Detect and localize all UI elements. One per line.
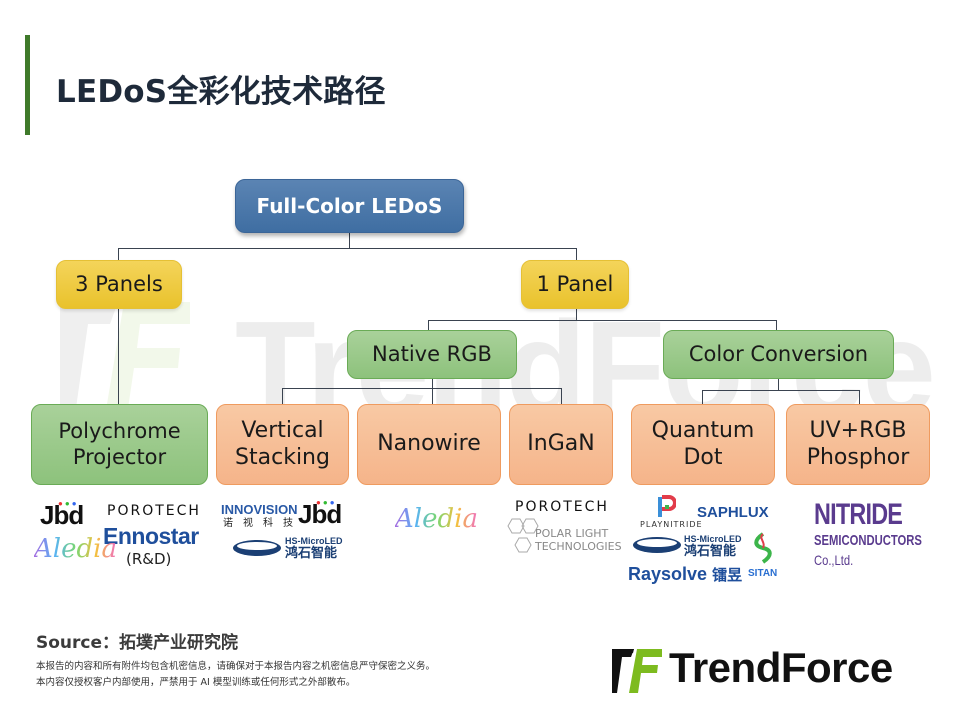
- aledia-logo: Aledia: [395, 504, 478, 534]
- playnitride-label: PLAYNITRIDE: [640, 520, 703, 529]
- node-label: Vertical: [241, 418, 324, 444]
- ennostar-logo: Ennostar: [103, 523, 199, 549]
- node-label: 3 Panels: [75, 271, 163, 296]
- hs-microled-label: HS-MicroLED: [285, 536, 343, 546]
- trendforce-brand-logo: TrendForce: [612, 644, 932, 696]
- connector: [859, 390, 861, 405]
- connector: [576, 248, 578, 261]
- node-polychrome-projector: Polychrome Projector: [31, 404, 208, 485]
- connector: [778, 379, 780, 390]
- node-label: Polychrome: [58, 419, 181, 444]
- node-label: InGaN: [527, 431, 595, 457]
- hs-microled-label: HS-MicroLED: [684, 534, 742, 544]
- connector: [118, 309, 120, 405]
- playnitride-p-icon: [658, 495, 676, 517]
- connector: [776, 320, 778, 331]
- innovision-logo: INNOVISION: [221, 502, 298, 517]
- jbd-logo: Jbd ●●●: [298, 498, 342, 529]
- node-label: 1 Panel: [536, 271, 614, 296]
- polar-light-label-2: TECHNOLOGIES: [535, 540, 622, 553]
- node-nanowire: Nanowire: [357, 404, 501, 485]
- hs-microled-cn-label: 鸿石智能: [684, 544, 737, 559]
- polar-light-hexagon-icon: [507, 518, 539, 553]
- connector: [432, 379, 434, 405]
- node-vertical-stacking: Vertical Stacking: [216, 404, 349, 485]
- node-native-rgb: Native RGB: [347, 330, 517, 379]
- connector: [349, 232, 351, 249]
- aledia-logo: Aledia: [34, 534, 117, 564]
- node-label: Stacking: [235, 444, 330, 470]
- node-1-panel: 1 Panel: [521, 260, 629, 309]
- node-quantum-dot: Quantum Dot: [631, 404, 775, 485]
- page-title: LEDoS全彩化技术路径: [56, 74, 386, 110]
- node-uv-rgb-phosphor: UV+RGB Phosphor: [786, 404, 930, 485]
- sitan-s-icon: [754, 532, 772, 564]
- node-full-color-ledos: Full-Color LEDoS: [235, 179, 464, 233]
- confidentiality-notice-2: 本内容仅授权客户内部使用，严禁用于 AI 模型训练或任何形式之外部散布。: [36, 677, 356, 688]
- trendforce-mark-icon: [612, 649, 662, 693]
- sitan-label: SITAN: [748, 568, 778, 579]
- nitride-coltd-label: Co.,Ltd.: [814, 552, 854, 568]
- source-label: Source：拓墣产业研究院: [36, 633, 239, 653]
- hs-microled-lens-icon: [633, 537, 681, 553]
- connector: [702, 390, 860, 392]
- brand-name: TrendForce: [669, 644, 893, 691]
- hs-microled-lens-icon: [233, 540, 281, 556]
- rgb-dots-icon: ●●●: [58, 499, 79, 508]
- connector: [428, 320, 776, 322]
- connector: [561, 388, 563, 405]
- confidentiality-notice-1: 本报告的内容和所有附件均包含机密信息，请确保对于本报告内容之机密信息严守保密之义…: [36, 661, 436, 672]
- innovision-cn-label: 诺视科技: [223, 518, 303, 529]
- node-label: Nanowire: [377, 431, 481, 457]
- node-ingan: InGaN: [509, 404, 613, 485]
- saphlux-logo: SAPHLUX: [697, 504, 769, 521]
- polar-light-label: POLAR LIGHT: [535, 527, 609, 540]
- rgb-dots-icon: ●●●: [316, 498, 337, 507]
- hs-microled-cn-label: 鸿石智能: [285, 546, 338, 561]
- raysolve-logo: Raysolve 镭昱: [628, 564, 743, 584]
- node-label: UV+RGB: [809, 418, 907, 444]
- node-color-conversion: Color Conversion: [663, 330, 894, 379]
- connector: [576, 309, 578, 321]
- connector: [702, 390, 704, 405]
- node-label: Dot: [683, 444, 723, 470]
- node-label: Full-Color LEDoS: [256, 194, 443, 218]
- porotech-logo: PORОTECH: [107, 503, 201, 519]
- node-label: Projector: [72, 444, 167, 469]
- title-accent-bar: [25, 35, 30, 135]
- node-label: Phosphor: [806, 444, 910, 470]
- connector: [282, 388, 284, 405]
- nitride-semiconductors-label: SEMICONDUCTORS: [814, 532, 922, 549]
- node-label: Color Conversion: [688, 341, 869, 366]
- ennostar-rd-note: (R&D): [126, 550, 172, 568]
- connector: [118, 248, 120, 261]
- node-label: Native RGB: [372, 341, 492, 366]
- connector: [428, 320, 430, 331]
- node-label: Quantum: [651, 418, 755, 444]
- jbd-logo: Jbd ●●●: [40, 499, 84, 530]
- node-3-panels: 3 Panels: [56, 260, 182, 309]
- porotech-logo: PORОTECH: [515, 499, 609, 515]
- nitride-semiconductors-logo: NITRIDE: [814, 498, 903, 531]
- connector: [118, 248, 577, 250]
- connector: [282, 388, 562, 390]
